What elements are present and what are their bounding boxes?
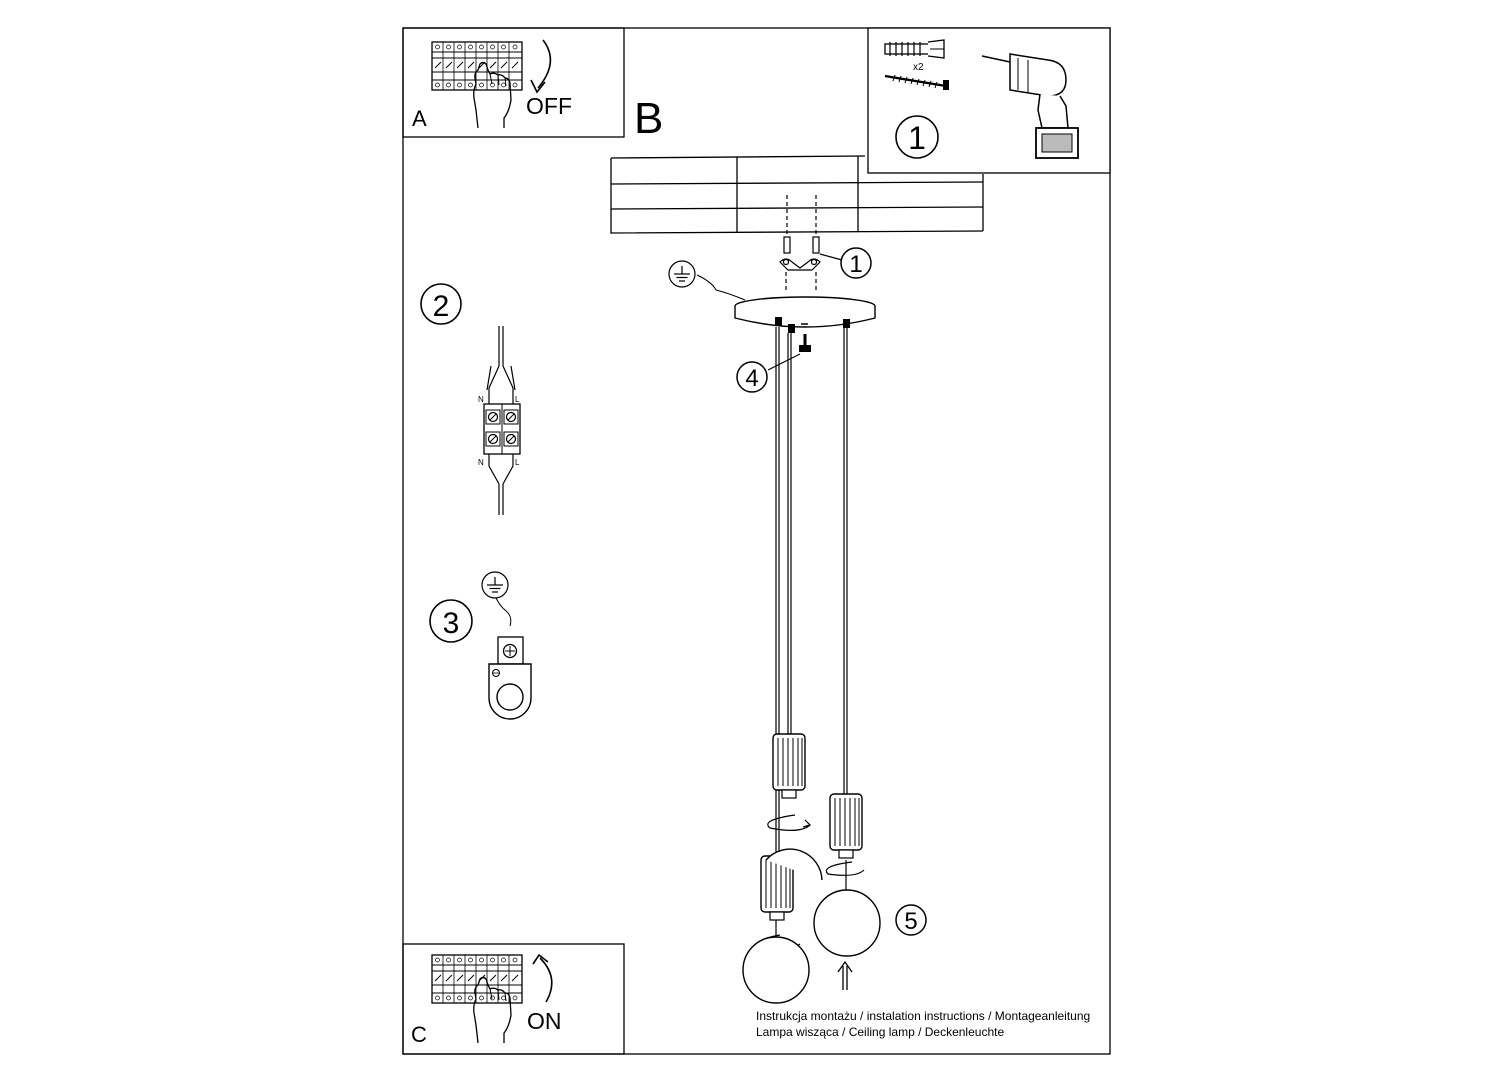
tools-panel: x2 1	[867, 27, 1111, 174]
breaker-bank-icon	[431, 41, 523, 91]
panel-a-letter: A	[412, 106, 427, 131]
arrow-up-icon	[539, 957, 553, 1003]
lamp-socket-2	[829, 793, 863, 859]
step-1-mounting: 1	[849, 251, 862, 278]
glass-necks	[775, 860, 847, 937]
ceiling-canopy	[734, 296, 876, 333]
terminal-label-n-bottom: N	[478, 458, 484, 467]
page-frame	[402, 27, 1111, 1055]
terminal-label-l-bottom: L	[515, 458, 520, 467]
mounting-plugs	[779, 195, 821, 290]
step-4: 4	[745, 365, 758, 392]
panel-a-caption: OFF	[526, 93, 572, 119]
footer-line-1: Instrukcja montażu / instalation instruc…	[756, 1009, 1090, 1023]
panel-a-power-off: OFF A	[402, 27, 625, 138]
screw-icon	[884, 74, 949, 90]
terminal-label-l-top: L	[515, 395, 520, 404]
earth-terminal	[488, 636, 532, 720]
arrow-up-icon	[837, 960, 853, 990]
lamp-socket-1	[772, 733, 806, 799]
drill-icon	[981, 53, 1079, 159]
footer-line-2: Lampa wisząca / Ceiling lamp / Deckenleu…	[756, 1025, 1004, 1039]
ground-symbol-icon	[481, 571, 509, 599]
terminal-label-n-top: N	[478, 395, 484, 404]
glass-globes	[742, 848, 881, 1004]
wall-plug-icon	[884, 39, 945, 59]
canopy-screw	[799, 334, 811, 352]
breaker-bank-icon	[431, 954, 523, 1004]
panel-c-power-on: ON C	[402, 943, 625, 1055]
step-2: 2	[433, 290, 450, 323]
terminal-block: N L N L	[478, 326, 521, 515]
tools-quantity: x2	[913, 62, 924, 73]
arrow-down-icon	[537, 39, 552, 89]
step-3: 3	[443, 607, 460, 640]
panel-b-letter: B	[634, 94, 663, 143]
panel-c-caption: ON	[527, 1008, 562, 1034]
ceiling-slab	[610, 155, 984, 234]
panel-c-letter: C	[411, 1022, 427, 1047]
step-5: 5	[904, 908, 917, 935]
ground-symbol-icon	[668, 260, 696, 288]
step-1-tools: 1	[908, 120, 926, 156]
